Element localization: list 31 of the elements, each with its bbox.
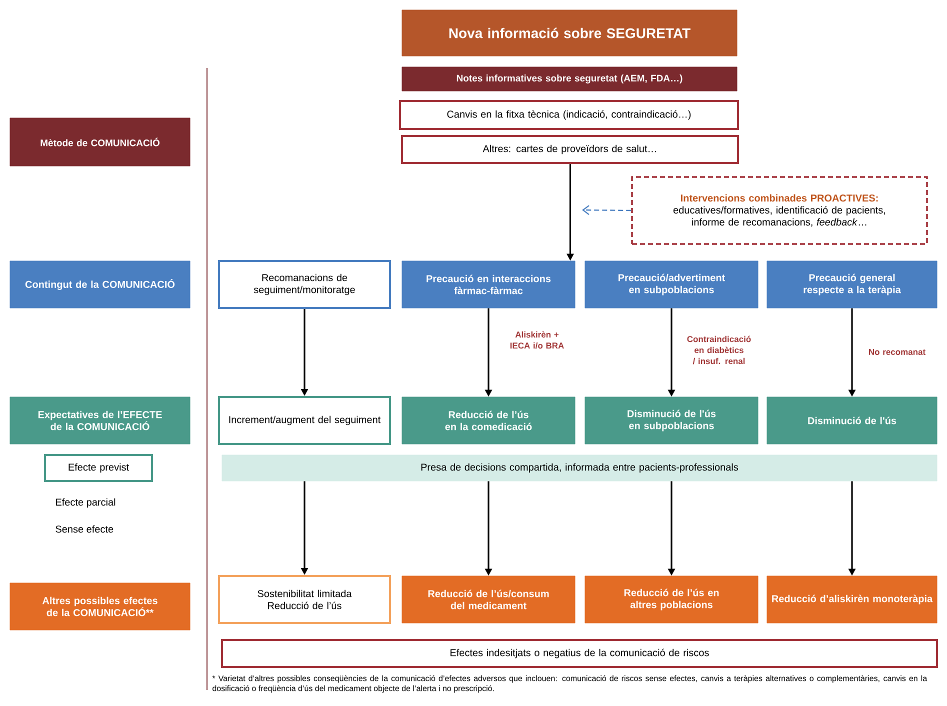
legend-text: Sense efecte: [56, 525, 114, 533]
edge-label: Aliskirèn + IECA i/o BRA: [510, 331, 564, 349]
edge-label: Contraindicació en diabètics / insuf. renal: [687, 336, 751, 364]
row-header-box: Expectatives de l’EFECTE de la COMUNICACIÓ: [10, 396, 190, 444]
outcome-box: Reducció d’aliskirèn monoteràpia: [766, 576, 938, 624]
row-header-box: Mètode de COMUNICACIÓ: [10, 118, 190, 166]
effect-box: Efecte previst: [44, 454, 153, 482]
method-box: Efectes indesitjats o negatius de la comunicació de riscos: [221, 639, 938, 668]
title-box: Nova informació sobre SEGURETAT: [402, 10, 738, 56]
row-header-box: Altres possibles efectes de la COMUNICACIÓ**: [10, 582, 190, 630]
method-box: Canvis en la fitxa tècnica (indicació, contraindicació…): [399, 100, 739, 130]
content-box: Precaució/advertiment en subpoblacions: [584, 260, 758, 308]
footnote: * Varietat d’altres possibles conseqüències de la comunicació d’efectes adversos que inclouen: comunicació de riscos sense efectes, canvis a teràpies alternatives o complementàries, canvis en la dosificació o freqüència d’ús del medicament objecte de l’alerta i no prescripció.: [212, 675, 928, 693]
content-box: Precaució en interaccions fàrmac-fàrmac: [402, 260, 576, 308]
edge-label: No recomanat: [869, 349, 926, 355]
outcome-box: Sostenibilitat limitada Reducció de l’ús: [218, 575, 391, 624]
content-box: Precaució general respecte a la teràpia: [766, 260, 938, 308]
method-box: Notes informatives sobre seguretat (AEM, FDA…): [402, 66, 738, 92]
method-box: Altres: cartes de proveïdors de salut…: [401, 135, 739, 164]
effect-box: Increment/augment del seguiment: [218, 396, 391, 445]
content-box: Recomanacions de seguiment/monitoratge: [218, 260, 391, 309]
outcome-box: Reducció de l’ús/consum del medicament: [402, 576, 576, 624]
arrow: [582, 205, 632, 216]
outcome-box: Reducció de l’ús en altres poblacions: [584, 576, 758, 624]
dashed-callout-box: Intervencions combinades PROACTIVES: educatives/formatives, identificació de pacients, informe de recomanacions, feedback…: [631, 176, 928, 245]
effect-box: Disminució de l'ús en subpoblacions: [584, 396, 758, 444]
legend-text: Efecte parcial: [56, 498, 116, 508]
effect-box: Reducció de l’ús en la comedicació: [402, 396, 576, 444]
row-header-box: Contingut de la COMUNICACIÓ: [10, 260, 190, 308]
shared-decision-band: Presa de decisions compartida, informada entre pacients-professionals: [222, 454, 938, 482]
effect-box: Disminució de l'ús: [766, 396, 938, 444]
